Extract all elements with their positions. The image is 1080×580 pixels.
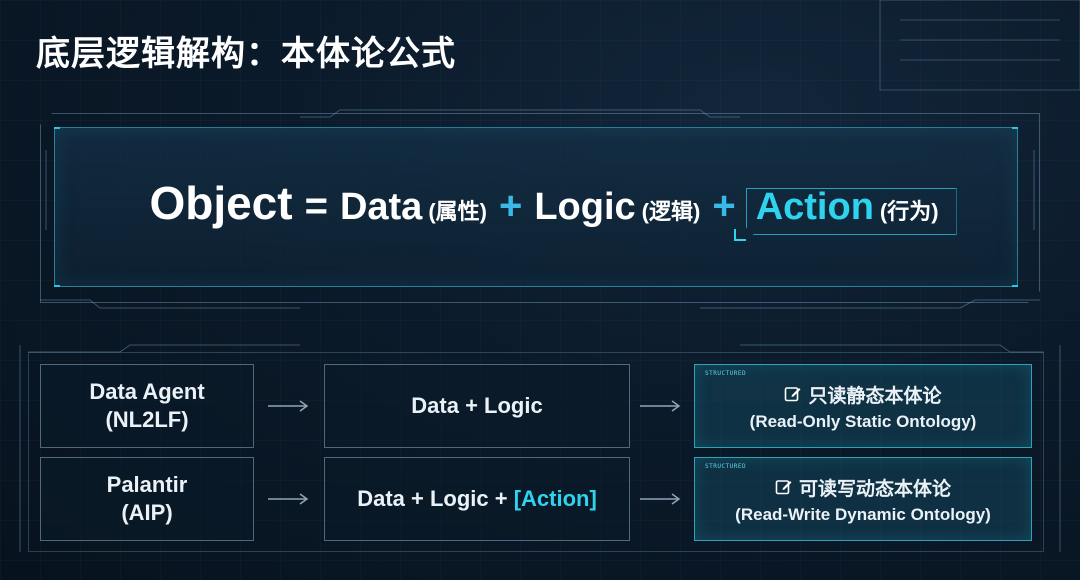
row-formula-action: [Action] xyxy=(513,486,597,511)
formula-object: Object xyxy=(149,177,293,229)
structured-tag: STRUCTURED xyxy=(705,370,747,377)
edit-icon xyxy=(785,387,801,402)
row-formula-cell: Data + Logic xyxy=(324,364,630,448)
edit-icon xyxy=(775,480,792,495)
formula-equals: = xyxy=(304,184,328,228)
row-name-cell: Palantir (AIP) xyxy=(40,457,254,541)
row-result-cell: STRUCTURED 只读静态本体论 (Read-Only Static Ont… xyxy=(694,364,1032,448)
ontology-formula: Object = Data (属性) + Logic (逻辑) + Action… xyxy=(0,176,1080,241)
arrow-right-icon xyxy=(268,400,309,412)
formula-plus-1: + xyxy=(498,184,523,228)
row-name-line2: (NL2LF) xyxy=(105,407,189,432)
formula-logic-cn: (逻辑) xyxy=(641,199,701,224)
arrow-right-icon xyxy=(268,493,309,505)
row-name-line2: (AIP) xyxy=(121,500,173,525)
comparison-row: Palantir (AIP) Data + Logic + [Action] S… xyxy=(40,457,1032,541)
row-name-line1: Data Agent xyxy=(89,379,205,404)
row-name-cell: Data Agent (NL2LF) xyxy=(40,364,254,448)
formula-action-highlight: Action (行为) xyxy=(733,186,949,241)
result-title: 只读静态本体论 xyxy=(808,385,942,407)
arrow-right-icon xyxy=(640,493,681,505)
row-formula-cell: Data + Logic + [Action] xyxy=(324,457,630,541)
row-name-line1: Palantir xyxy=(106,472,188,497)
result-subtitle: (Read-Write Dynamic Ontology) xyxy=(735,504,991,524)
row-formula-text: Data + Logic xyxy=(411,393,543,418)
formula-data-cn: (属性) xyxy=(428,199,487,224)
formula-outer-frame xyxy=(40,113,1040,303)
comparison-frame xyxy=(28,352,1044,552)
formula-action-cn: (行为) xyxy=(879,199,939,224)
row-result-cell: STRUCTURED 可读写动态本体论 (Read-Write Dynamic … xyxy=(694,457,1032,541)
comparison-row: Data Agent (NL2LF) Data + Logic STRUCTUR… xyxy=(40,364,1032,448)
arrow-right-icon xyxy=(640,400,681,412)
formula-logic: Logic xyxy=(534,186,636,228)
formula-data: Data xyxy=(339,186,423,228)
structured-tag: STRUCTURED xyxy=(705,463,747,470)
page-title: 底层逻辑解构：本体论公式 xyxy=(36,34,456,74)
result-subtitle: (Read-Only Static Ontology) xyxy=(749,411,977,431)
result-title: 可读写动态本体论 xyxy=(798,478,951,500)
formula-plus-2: + xyxy=(712,184,736,228)
row-formula-text: Data + Logic + xyxy=(357,486,514,511)
formula-action: Action xyxy=(755,186,874,228)
